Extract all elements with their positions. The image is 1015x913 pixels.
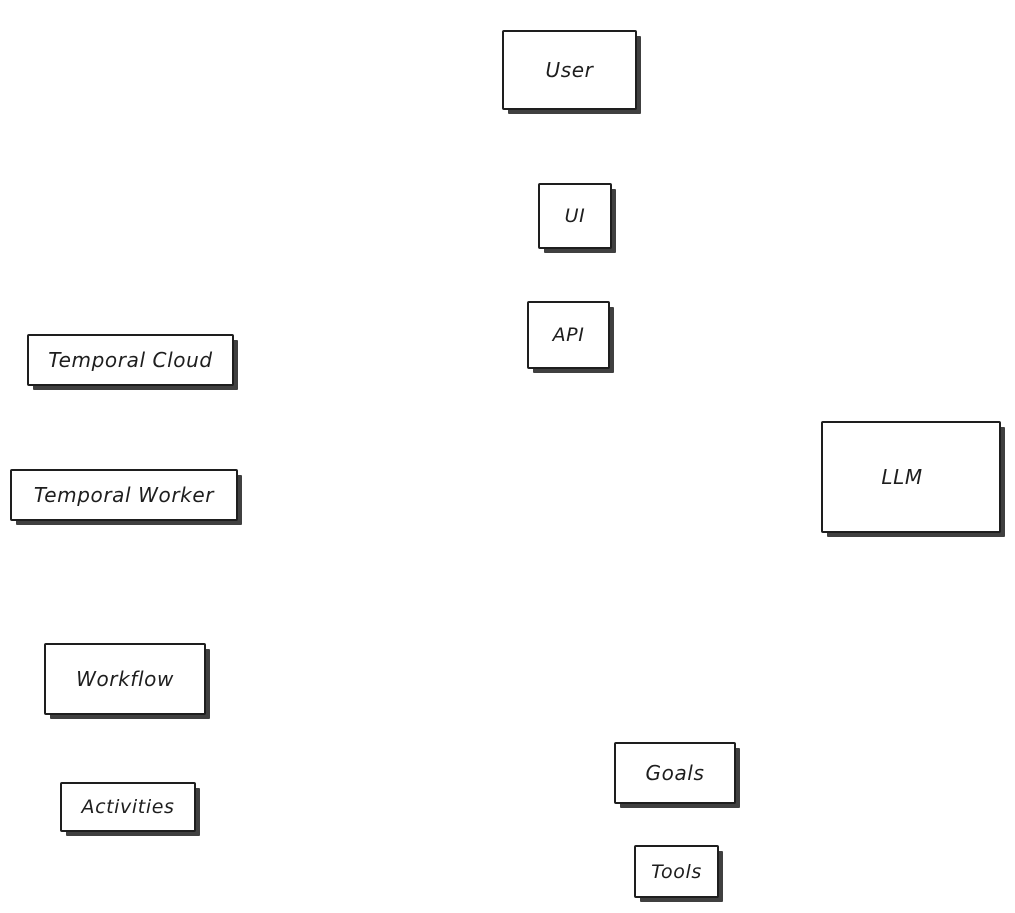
top-cut-off-text: . . . . . . . . . . . . . . . . . . . . … [353, 0, 662, 7]
node-ui-label: UI [564, 205, 586, 227]
node-goals[interactable]: Goals [614, 742, 736, 804]
node-workflow-label: Workflow [76, 667, 174, 691]
node-ui[interactable]: UI [538, 183, 612, 249]
node-llm-label: LLM [881, 465, 923, 489]
node-api-label: API [552, 324, 585, 346]
node-user[interactable]: User [502, 30, 637, 110]
node-temporal-cloud[interactable]: Temporal Cloud [27, 334, 234, 386]
node-user-label: User [545, 58, 594, 82]
node-goals-label: Goals [645, 761, 705, 785]
node-activities[interactable]: Activities [60, 782, 196, 832]
node-temporal-worker-label: Temporal Worker [33, 483, 215, 507]
node-api[interactable]: API [527, 301, 610, 369]
node-tools-label: Tools [651, 860, 702, 883]
node-temporal-worker[interactable]: Temporal Worker [10, 469, 238, 521]
node-workflow[interactable]: Workflow [44, 643, 206, 715]
node-temporal-cloud-label: Temporal Cloud [48, 348, 213, 372]
node-tools[interactable]: Tools [634, 845, 719, 898]
node-llm[interactable]: LLM [821, 421, 1001, 533]
node-activities-label: Activities [81, 796, 175, 818]
